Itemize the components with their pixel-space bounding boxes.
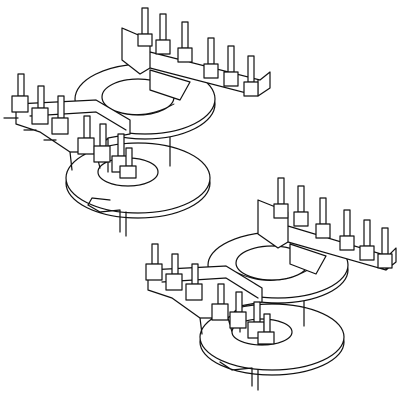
pin	[273, 177, 289, 219]
base-legs	[87, 197, 127, 237]
pin	[377, 227, 393, 269]
pin-row-top	[273, 177, 393, 269]
pin-row-side	[3, 73, 137, 179]
pin	[119, 147, 137, 179]
pin	[137, 7, 153, 47]
pin	[315, 197, 331, 239]
pin	[43, 95, 69, 141]
base-legs	[219, 361, 259, 391]
pin-row-top	[137, 7, 259, 97]
pin	[177, 21, 193, 63]
pin-row-side	[145, 243, 275, 345]
pin	[145, 243, 163, 281]
pin	[3, 73, 29, 119]
pin	[23, 85, 49, 131]
pin	[293, 185, 309, 227]
pin	[243, 55, 259, 97]
pin	[93, 123, 111, 163]
pin	[229, 291, 247, 329]
pin	[211, 283, 229, 321]
pin	[359, 219, 375, 261]
pin	[203, 37, 219, 79]
pin	[155, 13, 171, 55]
pin	[223, 45, 239, 87]
pin	[165, 253, 183, 291]
pin	[339, 209, 355, 251]
bobbin-upper	[3, 7, 271, 237]
pin	[185, 263, 203, 301]
pin	[257, 313, 275, 345]
bobbin-lower	[145, 177, 397, 391]
